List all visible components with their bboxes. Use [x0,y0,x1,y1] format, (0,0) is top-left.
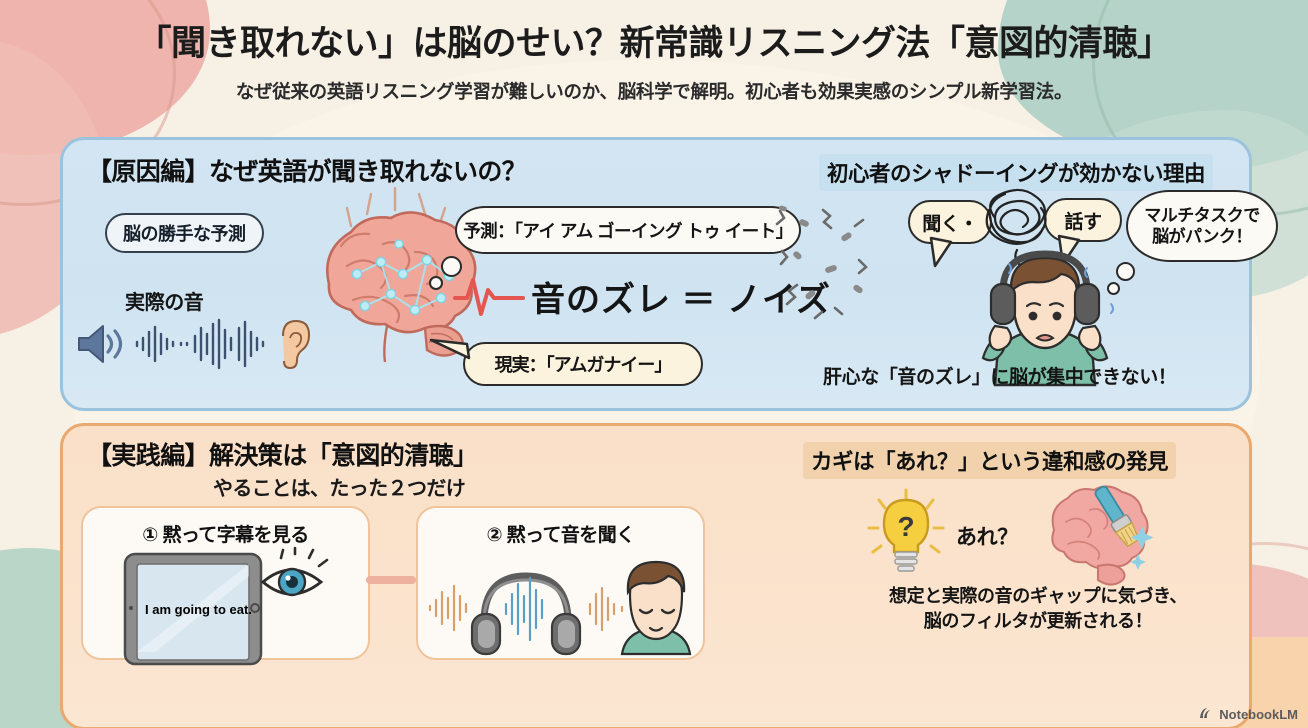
noise-equation: 音のズレ ＝ ノイズ [531,281,831,319]
panel-practice-caption-line2: 脳のフィルタが更新される！ [923,611,1153,632]
header: 「聞き取れない」は脳のせい？新常識リスニング法「意図的清聴」 なぜ従来の英語リス… [0,22,1308,104]
panel-cause-right-heading: 初心者のシャドーイングが効かない理由 [819,154,1214,191]
notebooklm-icon [1200,708,1211,718]
heartbeat-icon [453,270,525,322]
step-card-1: ① 黙って字幕を見る I am going to eat. [81,506,370,666]
tablet-icon: I am going to eat. [121,552,273,666]
page-subtitle: なぜ従来の英語リスニング学習が難しいのか、脳科学で解明。初心者も効果実感のシンプ… [235,80,1073,102]
noise-scatter-icon [763,200,883,330]
panel-practice-heading: 【実践編】解決策は「意図的清聴」 [87,442,478,470]
ear-icon [275,316,311,370]
bubble-speak: 話す [1044,198,1122,242]
step-card-1-title: ① 黙って字幕を見る [142,525,309,546]
speaker-icon [75,322,129,366]
listening-person-icon [608,550,704,656]
aha-label: あれ？ [956,526,1018,549]
bubble-listen-tail [929,236,953,268]
thought-bubble-dot-small [429,276,443,290]
svg-text:?: ? [897,511,914,542]
reality-speech-bubble: 現実：「アムガナイー」 [463,342,703,386]
panel-practice: 【実践編】解決策は「意図的清聴」 やることは、たった２つだけ カギは「あれ？」と… [60,423,1252,728]
prediction-thought-bubble: 予測：「アイ アム ゴーイング トゥ イート」 [455,206,801,254]
step-connector-bar [366,576,416,584]
page-title: 「聞き取れない」は脳のせい？新常識リスニング法「意図的清聴」 [136,24,1172,63]
headphones-waveform-icon [426,556,631,656]
sparkle-icon [1130,526,1154,570]
reality-bubble-tail [429,338,471,360]
watermark-label: NotebookLM [1219,706,1298,722]
brain-brush-icon [1038,482,1156,586]
watermark: NotebookLM [1198,706,1298,722]
actual-sound-label: 実際の音 [125,292,204,314]
panel-cause-heading: 【原因編】なぜ英語が聞き取れないの？ [87,158,527,186]
thought-bubble-dot-large [441,256,462,277]
step-card-2-title: ② 黙って音を聞く [486,525,635,546]
brain-prediction-pill: 脳の勝手な予測 [105,213,264,253]
waveform-icon [133,318,293,370]
panel-practice-caption: 想定と実際の音のギャップに気づき、 脳のフィルタが更新される！ [823,584,1253,634]
lightbulb-question-icon: ? [863,488,949,580]
person-headphones-illustration [951,240,1141,387]
panel-cause-caption: 肝心な「音のズレ」に脳が集中できない！ [823,367,1177,388]
panel-practice-subheading: やることは、たった２つだけ [213,478,466,500]
bubble-overload: マルチタスクで 脳がパンク！ [1126,190,1278,262]
step-card-2: ② 黙って音を聞く [416,506,705,660]
bubble-overload-line1: マルチタスクで [1144,205,1260,225]
panel-practice-right-heading: カギは「あれ？」という違和感の発見 [803,442,1177,479]
panel-cause: 【原因編】なぜ英語が聞き取れないの？ 初心者のシャドーイングが効かない理由 脳の… [60,137,1278,411]
panel-practice-caption-line1: 想定と実際の音のギャップに気づき、 [889,586,1187,606]
bubble-overload-line2: 脳がパンク！ [1152,227,1252,246]
scribble-icon [975,180,1057,266]
eye-icon [259,546,335,610]
overload-bubble-dot-large [1116,262,1135,281]
overload-bubble-dot-small [1107,282,1120,295]
tablet-subtitle-text: I am going to eat. [145,602,252,617]
